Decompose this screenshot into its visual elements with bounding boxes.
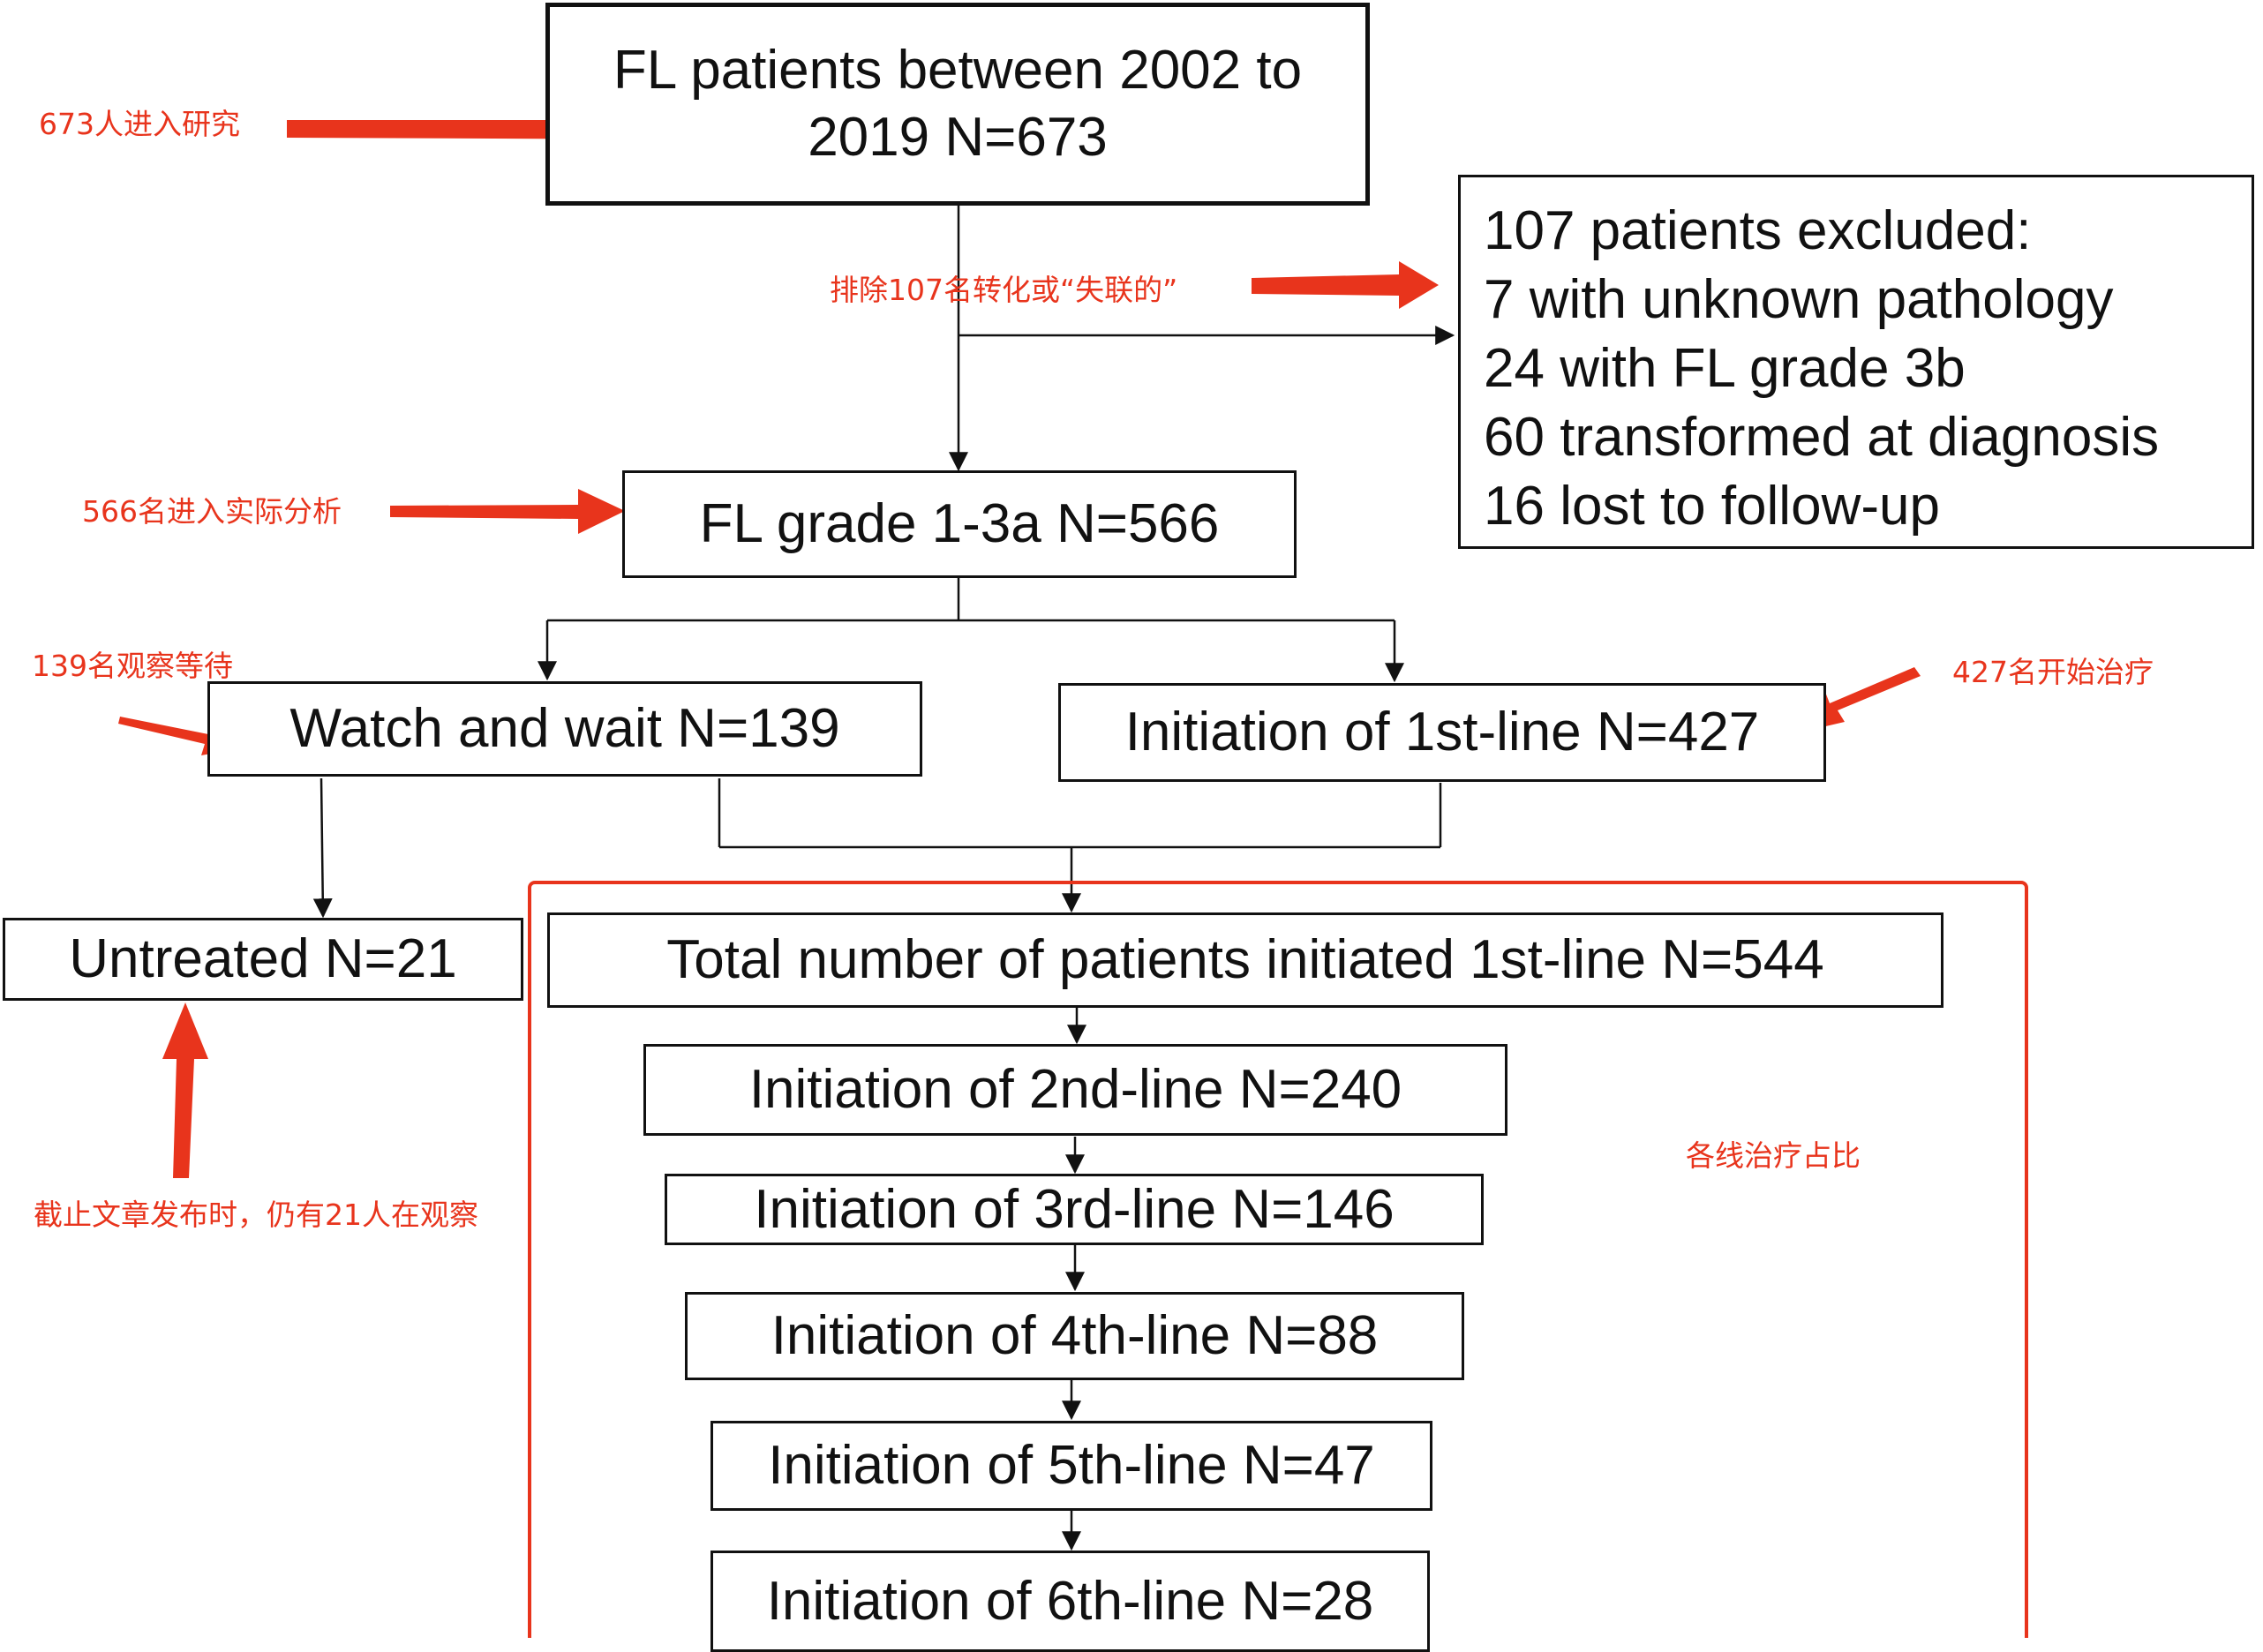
box-watch-and-wait: Watch and wait N=139 [207, 681, 922, 777]
box-excluded: 107 patients excluded: 7 with unknown pa… [1458, 175, 2254, 549]
box-sixth-line: Initiation of 6th-line N=28 [710, 1551, 1430, 1652]
box-fifth-line: Initiation of 5th-line N=47 [710, 1421, 1432, 1511]
box-all-patients: FL patients between 2002 to 2019 N=673 [545, 3, 1370, 206]
arrow-excluded [1252, 261, 1439, 309]
excluded-line-2: 7 with unknown pathology [1484, 269, 2114, 330]
excluded-line-4: 60 transformed at diagnosis [1484, 407, 2160, 468]
note-excluded: 排除107名转化或“失联的” [830, 273, 1178, 307]
box-all-patients-line-2: 2019 N=673 [808, 107, 1108, 168]
box-first-line: Initiation of 1st-line N=427 [1058, 683, 1826, 782]
excluded-line-1: 107 patients excluded: [1484, 200, 2032, 261]
connector-to-untreated [312, 777, 333, 919]
excluded-line-3: 24 with FL grade 3b [1484, 338, 1966, 399]
box-second-line: Initiation of 2nd-line N=240 [643, 1044, 1507, 1136]
arrow-untreated [162, 1002, 208, 1178]
box-total-first-line: Total number of patients initiated 1st-l… [547, 912, 1943, 1008]
box-grade: FL grade 1-3a N=566 [622, 470, 1297, 578]
note-enrolled: 673人进入研究 [39, 107, 240, 141]
excluded-line-5: 16 lost to follow-up [1484, 476, 1940, 537]
note-analyzed: 566名进入实际分析 [82, 494, 342, 529]
lines-highlight-frame [528, 881, 2028, 1638]
box-all-patients-line-1: FL patients between 2002 to [613, 40, 1303, 101]
note-untreated: 截止文章发布时，仍有21人在观察 [34, 1198, 478, 1232]
note-lines-share: 各线治疗占比 [1686, 1138, 1861, 1173]
note-treatment: 427名开始治疗 [1952, 655, 2154, 689]
box-untreated: Untreated N=21 [3, 918, 523, 1001]
arrow-enrolled [287, 109, 740, 150]
note-watch: 139名观察等待 [32, 649, 233, 683]
box-fourth-line: Initiation of 4th-line N=88 [685, 1292, 1464, 1380]
box-third-line: Initiation of 3rd-line N=146 [665, 1174, 1484, 1245]
arrow-analyzed [390, 489, 625, 534]
